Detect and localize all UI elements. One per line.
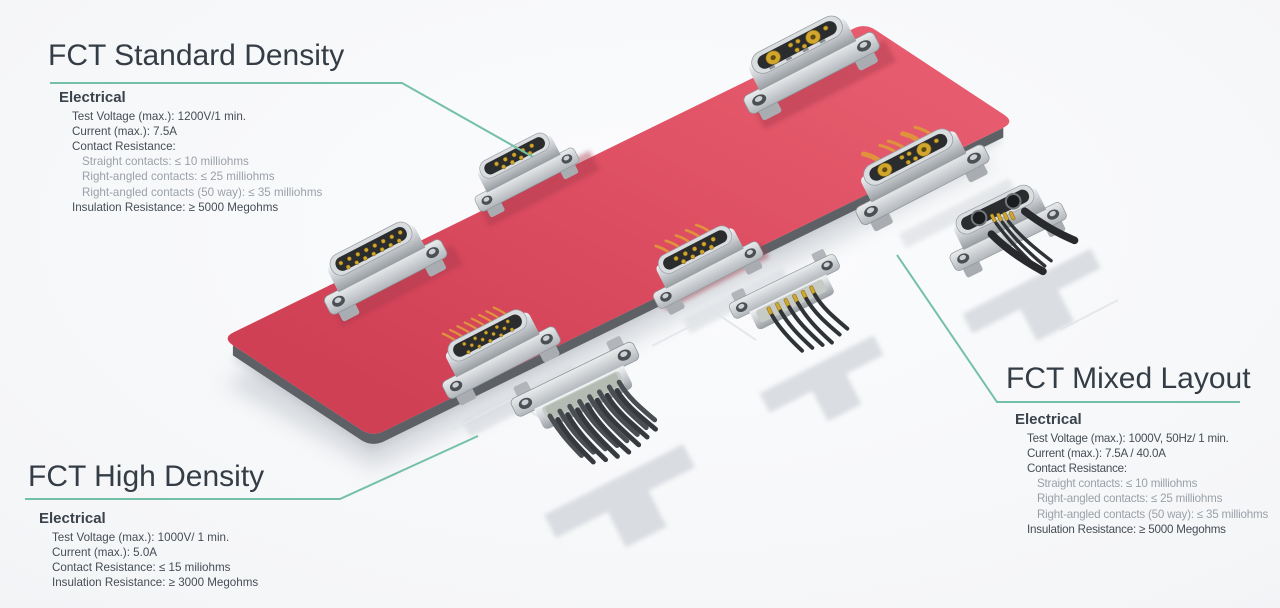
spec-line: Contact Resistance:	[1027, 461, 1127, 475]
spec-line: Right-angled contacts: ≤ 25 milliohms	[1037, 492, 1223, 506]
spec-list: Test Voltage (max.): 1000V, 50Hz/ 1 min.…	[1006, 431, 1268, 537]
section-title: FCT Mixed Layout	[1006, 362, 1251, 395]
spec-line: Straight contacts: ≤ 10 milliohms	[1037, 477, 1198, 491]
ground-reflection-outlines	[451, 299, 1119, 431]
spec-list: Test Voltage (max.): 1200V/1 min. Curren…	[48, 109, 344, 215]
spec-line: Contact Resistance:	[72, 139, 176, 153]
shadow-edge-connector-3	[898, 177, 1017, 249]
connector-high-density-right-angled	[425, 296, 568, 410]
section-heading: Electrical	[39, 509, 106, 527]
spec-line: Test Voltage (max.): 1000V/ 1 min.	[52, 530, 230, 544]
section-heading: Electrical	[1015, 410, 1082, 428]
spec-line: Insulation Resistance: ≥ 3000 Megohms	[52, 576, 259, 590]
spec-line: Current (max.): 5.0A	[52, 545, 158, 559]
spec-line: Right-angled contacts (50 way): ≤ 35 mil…	[82, 185, 323, 199]
connector-mixed-layout-cabled	[934, 172, 1079, 282]
contact-pins-top-row	[547, 379, 658, 458]
leader-standard-density	[50, 82, 534, 158]
section-mixed-layout: FCT Mixed Layout Electrical Test Voltage…	[1006, 363, 1268, 537]
connector-standard-density-15way	[306, 208, 455, 326]
section-standard-density: FCT Standard Density Electrical Test Vol…	[48, 40, 344, 215]
section-high-density: FCT High Density Electrical Test Voltage…	[28, 461, 264, 590]
spec-line: Test Voltage (max.): 1000V, 50Hz/ 1 min.	[1027, 431, 1229, 445]
coax-cables	[987, 207, 1079, 276]
spec-line: Straight contacts: ≤ 10 milliohms	[82, 155, 249, 169]
shadow-high-density-cabled	[544, 444, 695, 548]
pcb-board-top	[227, 26, 1010, 434]
leader-high-density	[25, 435, 479, 500]
leader-lines	[25, 82, 1240, 500]
spec-line: Insulation Resistance: ≥ 5000 Megohms	[1027, 522, 1226, 536]
spec-line: Insulation Resistance: ≥ 5000 Megohms	[72, 200, 279, 214]
connector-standard-density-right-angled	[637, 213, 770, 319]
spec-line: Current (max.): 7.5A / 40.0A	[1027, 446, 1166, 460]
section-title: FCT High Density	[28, 460, 265, 493]
crimp-contacts	[990, 211, 1016, 223]
shadow-mixed-cabled	[962, 248, 1101, 342]
spec-line: Contact Resistance: ≤ 15 miliohms	[52, 560, 231, 574]
shadow-crimp-cabled	[759, 335, 884, 422]
leader-mixed-layout	[896, 254, 1240, 403]
signal-wires	[770, 292, 850, 353]
section-heading: Electrical	[59, 88, 126, 106]
section-title: FCT Standard Density	[48, 39, 345, 72]
connector-crimp-cabled	[723, 244, 851, 353]
connector-mixed-layout-straight	[726, 0, 887, 126]
contact-pins-bottom-row	[555, 388, 659, 465]
connector-mixed-layout-right-angled	[838, 113, 997, 237]
spec-line: Current (max.): 7.5A	[72, 124, 178, 138]
spec-line: Right-angled contacts: ≤ 25 milliohms	[82, 170, 275, 184]
spec-line: Right-angled contacts (50 way): ≤ 35 mil…	[1037, 507, 1269, 521]
connector-high-density-cabled	[504, 331, 659, 465]
spec-list: Test Voltage (max.): 1000V/ 1 min. Curre…	[28, 530, 264, 591]
spec-line: Test Voltage (max.): 1200V/1 min.	[72, 109, 246, 123]
